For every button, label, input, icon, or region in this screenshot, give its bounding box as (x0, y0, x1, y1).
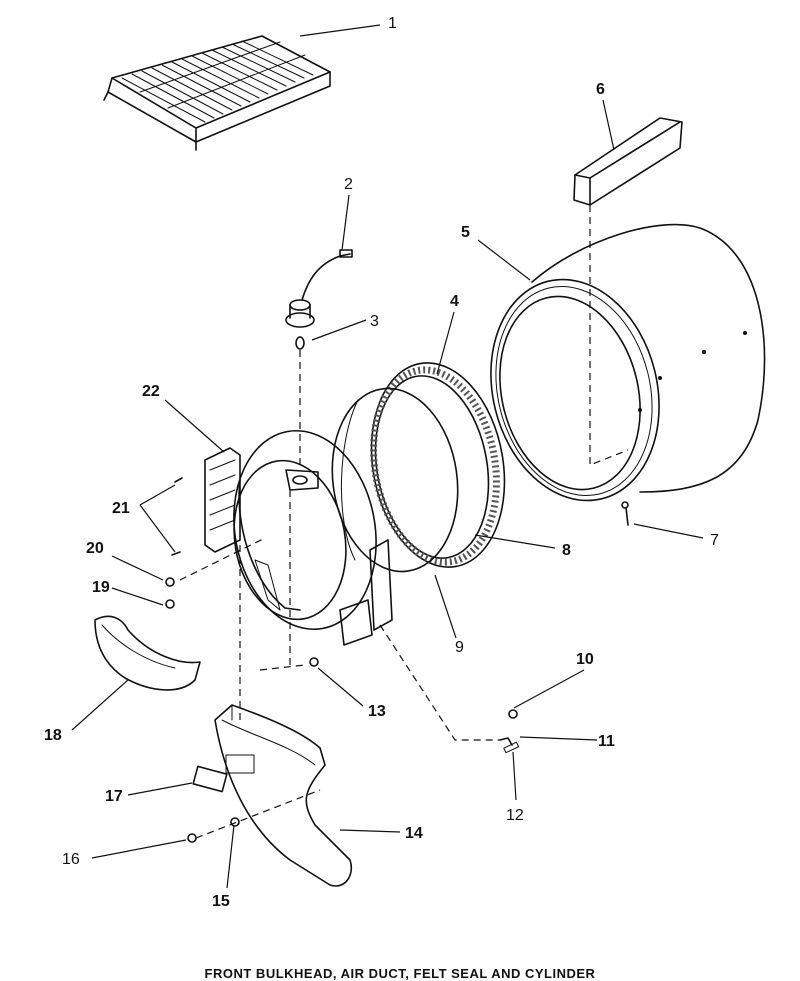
callout-16: 16 (62, 851, 80, 868)
part-lint-screen-housing (94, 615, 201, 691)
part-felt-seal (370, 362, 506, 568)
callout-15: 15 (212, 893, 230, 910)
callout-6: 6 (596, 81, 605, 98)
callout-11: 11 (598, 733, 615, 750)
part-thermostat (285, 299, 315, 350)
part-drum-baffle (573, 117, 683, 206)
part-thermal-fuse-lead (301, 249, 353, 301)
callout-13: 13 (368, 703, 386, 720)
part-drying-rack (103, 35, 331, 151)
callout-1: 1 (388, 15, 397, 32)
callout-4: 4 (450, 293, 459, 310)
part-bearing-bracket (204, 447, 241, 553)
callout-22: 22 (142, 383, 160, 400)
callout-20: 20 (86, 540, 104, 557)
callout-9: 9 (455, 639, 464, 656)
part-label-plate (192, 765, 228, 793)
callout-17: 17 (105, 788, 123, 805)
callout-10: 10 (576, 651, 594, 668)
part-front-bulkhead (233, 429, 393, 646)
callout-labels: 1 2 3 4 5 6 7 8 9 10 11 12 13 14 15 16 1… (44, 15, 719, 910)
callout-14: 14 (405, 825, 423, 842)
assembly-lines (179, 205, 629, 839)
callout-18: 18 (44, 727, 62, 744)
callout-7: 7 (710, 532, 719, 549)
part-air-duct (214, 704, 352, 887)
part-small-hardware (165, 477, 629, 843)
callout-21: 21 (112, 500, 130, 517)
callout-3: 3 (370, 313, 379, 330)
callout-2: 2 (344, 176, 353, 193)
callout-12: 12 (506, 807, 524, 824)
diagram-caption: FRONT BULKHEAD, AIR DUCT, FELT SEAL AND … (204, 966, 596, 981)
part-seal-ring (331, 387, 459, 573)
callout-5: 5 (461, 224, 470, 241)
leader-lines (71, 24, 704, 889)
part-drum-cylinder (490, 223, 766, 502)
callout-8: 8 (562, 542, 571, 559)
callout-19: 19 (92, 579, 110, 596)
